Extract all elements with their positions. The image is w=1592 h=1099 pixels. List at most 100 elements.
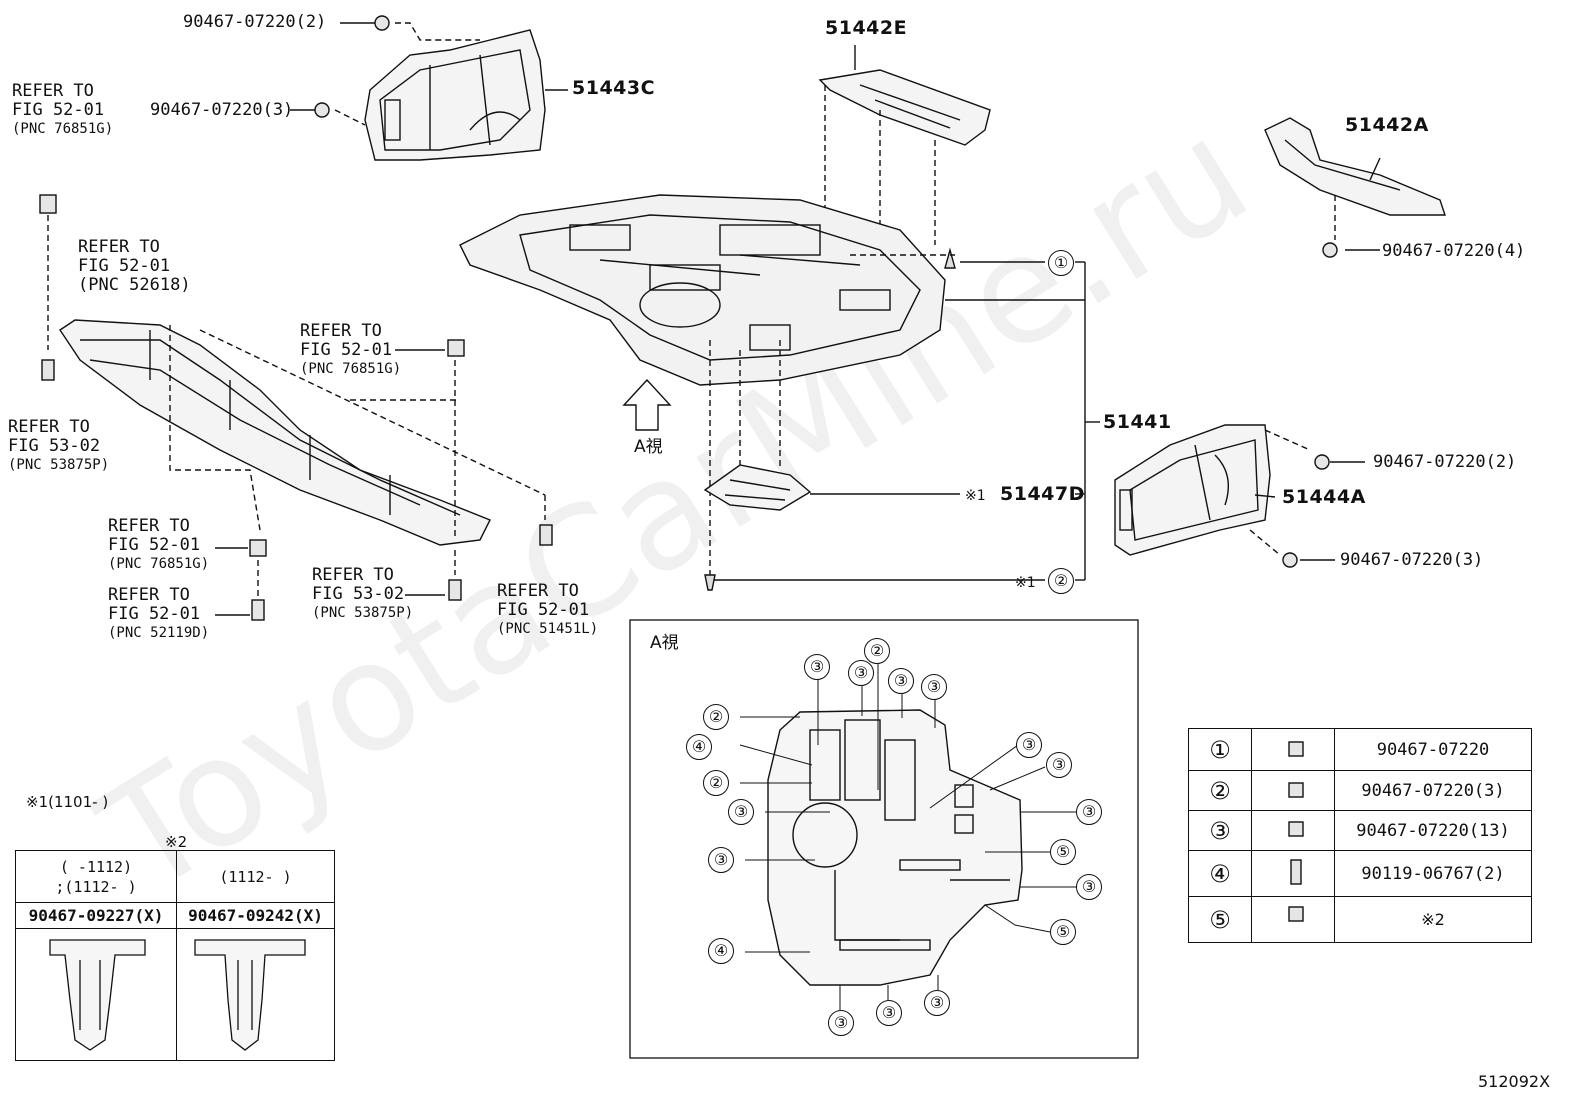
callout-text: ②: [708, 773, 724, 792]
view-a-callout-3[interactable]: ③: [876, 1000, 902, 1026]
note1-mark: ※1: [965, 488, 986, 504]
refer-line: REFER TO: [108, 585, 190, 605]
note-box-part[interactable]: 90467-09227(X): [15, 902, 177, 929]
view-a-callout-3[interactable]: ③: [1076, 799, 1102, 825]
fastener-num: ①: [1209, 735, 1231, 764]
fastener-num-cell: ②: [1188, 770, 1252, 811]
refer-line: REFER TO: [8, 417, 90, 437]
callout-text: ⑤: [1055, 922, 1071, 941]
refer-label[interactable]: REFER TO FIG 52-01 (PNC 52119D): [108, 586, 209, 643]
callout-text: ③: [809, 657, 825, 676]
refer-label[interactable]: REFER TO FIG 52-01 (PNC 52618): [78, 238, 191, 295]
callout-text: ③: [929, 993, 945, 1012]
fastener-num: ④: [1209, 859, 1231, 888]
part-51441-drawing: [459, 194, 946, 386]
note1-mark: ※1: [1015, 575, 1036, 591]
refer-label[interactable]: REFER TO FIG 52-01 (PNC 76851G): [108, 517, 209, 574]
callout-text: ④: [713, 941, 729, 960]
part-51442e-drawing: [818, 69, 991, 146]
fastener-num: ②: [1209, 776, 1231, 805]
view-a-box-title: A視: [650, 633, 679, 653]
fastener-num: ⑤: [1209, 905, 1231, 934]
part-bumper-drawing: [59, 319, 491, 546]
view-a-callout-3[interactable]: ③: [1076, 874, 1102, 900]
refer-line: REFER TO: [497, 581, 579, 601]
view-a-callout-3[interactable]: ③: [804, 654, 830, 680]
part-label-51447d[interactable]: 51447D: [1000, 483, 1085, 505]
view-a-callout-2[interactable]: ②: [703, 704, 729, 730]
part-label-51443c[interactable]: 51443C: [572, 77, 656, 99]
part-51447d-drawing: [703, 464, 812, 511]
view-a-callout-3[interactable]: ③: [924, 990, 950, 1016]
view-a-callout-3[interactable]: ③: [708, 847, 734, 873]
view-a-callout-3[interactable]: ③: [728, 799, 754, 825]
view-a-callout-3[interactable]: ③: [921, 674, 947, 700]
part-label-51441[interactable]: 51441: [1103, 411, 1172, 433]
refer-label[interactable]: REFER TO FIG 52-01 (PNC 76851G): [300, 322, 401, 379]
refer-line: FIG 53-02: [312, 584, 405, 604]
refer-line: FIG 52-01: [78, 256, 171, 276]
fastener-part[interactable]: 90467-07220(3): [1334, 770, 1532, 811]
note-box-clip-cell: [176, 928, 335, 1061]
fastener-part[interactable]: 90467-07220(13): [1334, 810, 1532, 851]
view-a-callout-5[interactable]: ⑤: [1050, 919, 1076, 945]
refer-pnc: (PNC 53875P): [312, 605, 414, 621]
refer-line: REFER TO: [300, 321, 382, 341]
refer-line: REFER TO: [12, 81, 94, 101]
fastener-part[interactable]: 90467-07220: [1334, 728, 1532, 771]
callout-1[interactable]: ①: [1048, 250, 1074, 276]
view-a-callout-3[interactable]: ③: [848, 660, 874, 686]
part-label-51444a[interactable]: 51444A: [1282, 486, 1366, 508]
refer-line: FIG 52-01: [108, 604, 201, 624]
refer-line: FIG 52-01: [300, 340, 393, 360]
fastener-table: ① 90467-07220 ② 90467-07220(3) ③ 90467-0…: [1188, 728, 1532, 943]
note-box-range: ( -1112): [59, 857, 133, 876]
fastener-num-cell: ⑤: [1188, 896, 1252, 943]
note-box-part[interactable]: 90467-09242(X): [176, 902, 335, 929]
refer-pnc: (PNC 52119D): [108, 625, 210, 641]
note-box-range-cell: ( -1112) ;(1112- ): [15, 850, 177, 903]
view-a-callout-3[interactable]: ③: [888, 668, 914, 694]
view-a-callout-3[interactable]: ③: [1046, 752, 1072, 778]
view-a-cover-drawing: [767, 709, 1023, 986]
callout-text: ②: [1053, 571, 1069, 590]
callout-text: ③: [926, 677, 942, 696]
refer-label[interactable]: REFER TO FIG 52-01 (PNC 76851G): [12, 82, 113, 139]
part-label-51442a[interactable]: 51442A: [1345, 114, 1429, 136]
part-label-bolt-top-3[interactable]: 90467-07220(3): [150, 100, 294, 120]
fastener-row[interactable]: ② 90467-07220(3): [1188, 770, 1532, 811]
fastener-part[interactable]: 90119-06767(2): [1334, 850, 1532, 897]
callout-text: ④: [691, 737, 707, 756]
fastener-row[interactable]: ⑤ ※2: [1188, 896, 1532, 943]
fastener-row[interactable]: ③ 90467-07220(13): [1188, 810, 1532, 851]
view-a-callout-2[interactable]: ②: [864, 638, 890, 664]
note-box-range: ;(1112- ): [55, 877, 137, 896]
fastener-num-cell: ④: [1188, 850, 1252, 897]
refer-line: FIG 53-02: [8, 436, 101, 456]
fastener-row[interactable]: ④ 90119-06767(2): [1188, 850, 1532, 897]
part-label-bolt-right-3[interactable]: 90467-07220(3): [1340, 550, 1484, 570]
refer-label[interactable]: REFER TO FIG 52-01 (PNC 51451L): [497, 582, 598, 639]
view-a-callout-3[interactable]: ③: [828, 1010, 854, 1036]
callout-text: ③: [1051, 755, 1067, 774]
part-label-51442e[interactable]: 51442E: [825, 17, 908, 39]
callout-text: ③: [881, 1003, 897, 1022]
view-a-callout-4[interactable]: ④: [686, 734, 712, 760]
refer-line: FIG 52-01: [497, 600, 590, 620]
refer-pnc: (PNC 53875P): [8, 457, 110, 473]
part-label-bolt-right-2[interactable]: 90467-07220(2): [1373, 452, 1517, 472]
part-label-bolt-top-2[interactable]: 90467-07220(2): [183, 12, 327, 32]
fastener-part[interactable]: ※2: [1334, 896, 1532, 943]
fastener-icon: [1251, 770, 1335, 811]
fastener-row[interactable]: ① 90467-07220: [1188, 728, 1532, 771]
refer-line: FIG 52-01: [12, 100, 105, 120]
view-a-callout-3[interactable]: ③: [1016, 732, 1042, 758]
refer-label[interactable]: REFER TO FIG 53-02 (PNC 53875P): [312, 566, 413, 623]
refer-label[interactable]: REFER TO FIG 53-02 (PNC 53875P): [8, 418, 109, 475]
view-a-callout-4[interactable]: ④: [708, 938, 734, 964]
part-label-bolt-right-4[interactable]: 90467-07220(4): [1382, 241, 1526, 261]
view-a-callout-5[interactable]: ⑤: [1050, 839, 1076, 865]
refer-pnc: (PNC 76851G): [12, 121, 114, 137]
callout-2[interactable]: ②: [1048, 568, 1074, 594]
view-a-callout-2[interactable]: ②: [703, 770, 729, 796]
